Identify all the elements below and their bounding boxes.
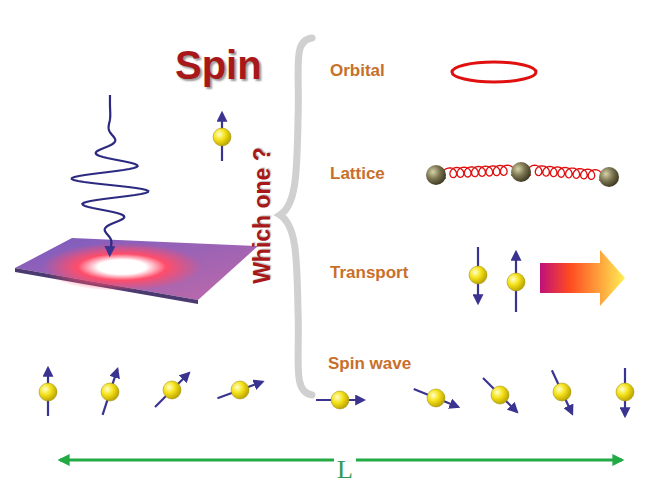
spin-ball — [616, 383, 634, 401]
spin-ball — [39, 383, 57, 401]
spin-ball — [331, 391, 349, 409]
spin-ball — [427, 389, 445, 407]
spin-ball — [231, 381, 249, 399]
spin-ball — [163, 381, 181, 399]
spin — [507, 252, 525, 312]
mechanism-label: Spin wave — [328, 355, 411, 372]
spin-ball — [101, 383, 119, 401]
brace — [280, 38, 312, 395]
spin-ball — [507, 273, 525, 291]
mechanism-label: Orbital — [330, 62, 385, 79]
transport-arrow — [540, 250, 625, 306]
spin — [213, 113, 231, 161]
orbital-ring — [452, 62, 536, 82]
mechanism-label: Lattice — [330, 165, 385, 182]
spins — [39, 113, 634, 416]
mechanism-label: Transport — [330, 264, 408, 281]
spin-ball — [469, 266, 487, 284]
title-word: Spin — [175, 45, 262, 85]
laser-spot — [42, 243, 202, 291]
spin-arrow — [217, 382, 262, 398]
spin — [217, 381, 262, 399]
lattice-atom — [599, 167, 619, 187]
spin — [101, 369, 119, 415]
spin-arrow — [483, 378, 517, 412]
spin-arrow — [552, 370, 572, 414]
lattice-atom — [511, 162, 531, 182]
spin-ball — [213, 128, 231, 146]
question-label: Which one ? — [251, 147, 274, 284]
pulse-wave — [72, 95, 148, 255]
spin-arrow — [155, 373, 189, 407]
spin — [414, 389, 459, 407]
spin — [39, 368, 57, 416]
spin — [483, 378, 517, 412]
spin-ball — [491, 386, 509, 404]
length-label: L — [334, 457, 356, 483]
laser-pulse — [72, 95, 148, 255]
spin — [469, 247, 487, 303]
spring — [528, 165, 603, 180]
spin — [316, 391, 364, 409]
spring — [443, 165, 515, 178]
spin — [552, 370, 572, 414]
spin-arrow — [414, 389, 459, 407]
spin — [155, 373, 189, 407]
lattice-atom — [426, 165, 446, 185]
spin — [616, 368, 634, 416]
spin-ball — [553, 383, 571, 401]
